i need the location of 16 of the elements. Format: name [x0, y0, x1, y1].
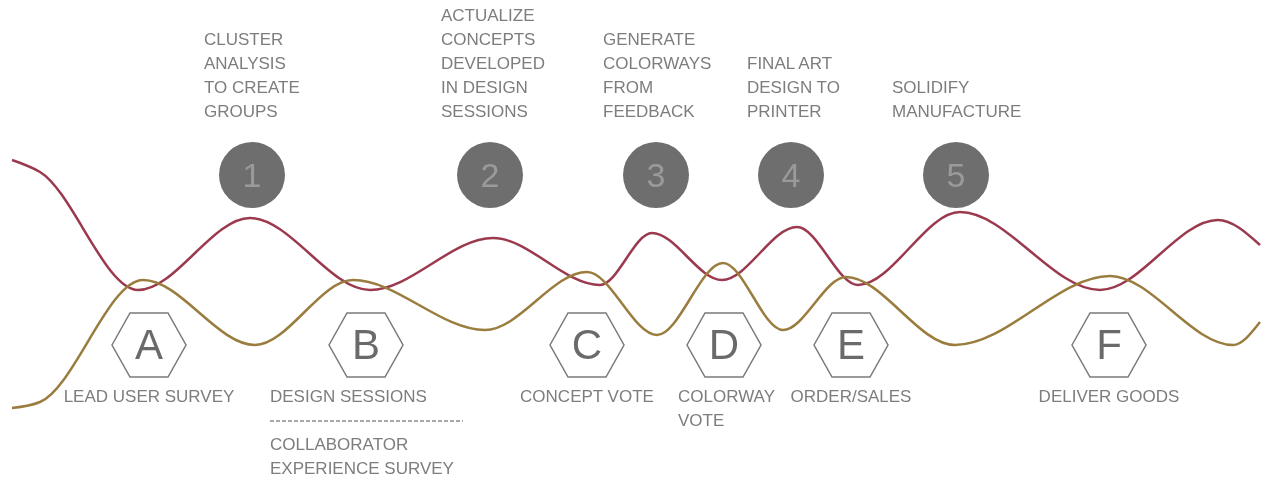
- stage-label: DESIGN SESSIONS: [270, 386, 428, 408]
- step-description: SOLIDIFY MANUFACTURE: [892, 77, 1023, 123]
- stage-letter: F: [1095, 324, 1123, 366]
- step-description: GENERATE COLORWAYS FROM FEEDBACK: [603, 29, 713, 123]
- step-description: CLUSTER ANALYSIS TO CREATE GROUPS: [204, 29, 301, 123]
- step-description: ACTUALIZE CONCEPTS DEVELOPED IN DESIGN SESSIONS: [441, 5, 546, 123]
- stage-label: LEAD USER SURVEY: [62, 386, 236, 408]
- stage-letter: E: [836, 324, 866, 366]
- stage-letter: D: [707, 324, 741, 366]
- stage-label: DELIVER GOODS: [1037, 386, 1181, 408]
- stage-letter: C: [570, 324, 604, 366]
- stage-label: COLORWAY VOTE: [678, 386, 776, 432]
- step-description: FINAL ART DESIGN TO PRINTER: [747, 53, 841, 123]
- stage-letter: B: [351, 324, 381, 366]
- stage-letter: A: [134, 324, 164, 366]
- stage-label: COLLABORATOR EXPERIENCE SURVEY: [270, 434, 455, 477]
